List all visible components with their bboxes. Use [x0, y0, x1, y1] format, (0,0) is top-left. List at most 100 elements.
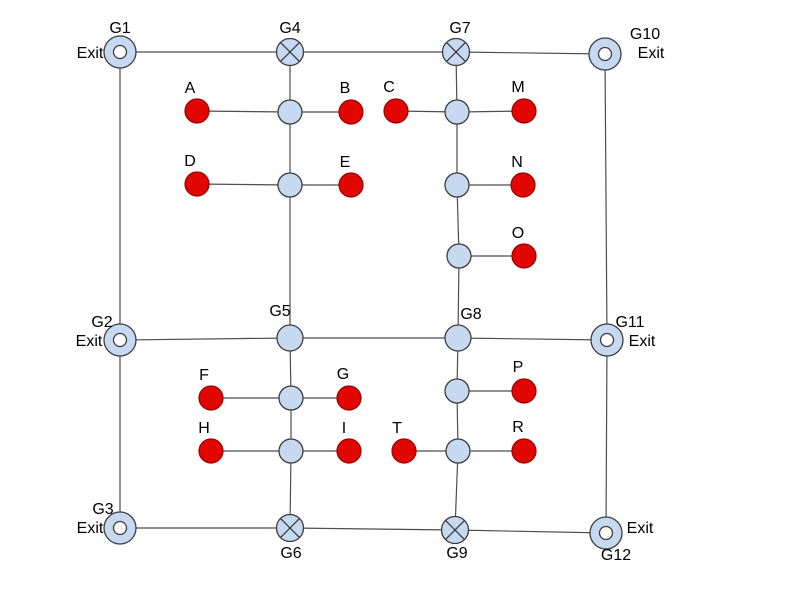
room-node-C: C — [383, 79, 409, 124]
room-node-E: E — [338, 154, 364, 198]
room-circle — [511, 378, 537, 404]
room-node-P: P — [511, 359, 537, 404]
gate-node-G4: G4 — [275, 20, 305, 67]
edge-G2-G5 — [119, 337, 291, 341]
junction-node-J9 — [445, 438, 471, 464]
edge-A-J1 — [196, 110, 291, 113]
label-G12: G12 — [601, 547, 631, 564]
label-G7: G7 — [449, 20, 470, 37]
label-N: N — [511, 154, 523, 171]
room-node-A: A — [184, 80, 210, 124]
room-circle — [184, 171, 210, 197]
label-D: D — [184, 153, 196, 170]
junction-circle — [277, 99, 303, 125]
edge-D-J2 — [196, 183, 291, 186]
gate-node-G8: G8 — [444, 306, 482, 352]
room-circle — [338, 172, 364, 198]
room-node-N: N — [510, 154, 536, 198]
room-circle — [391, 438, 417, 464]
room-circle — [383, 98, 409, 124]
exit-inner-circle — [598, 525, 614, 541]
label-G5: G5 — [269, 303, 290, 320]
cross-icon — [280, 518, 300, 538]
label-G3: G3 — [92, 501, 113, 518]
hub-circle — [276, 324, 304, 352]
label-F: F — [199, 367, 209, 384]
junction-node-J3 — [444, 99, 470, 125]
label-G1: G1 — [109, 20, 130, 37]
junction-node-J8 — [444, 378, 470, 404]
edge-G9-G12 — [454, 529, 607, 534]
junction-circle — [446, 243, 472, 269]
edge-G8-G11 — [457, 337, 608, 341]
room-node-B: B — [338, 80, 364, 125]
junction-circle — [444, 99, 470, 125]
junction-node-J1 — [277, 99, 303, 125]
edge-J5-G8 — [457, 255, 460, 339]
junction-node-J6 — [278, 385, 304, 411]
cross-icon — [446, 42, 466, 62]
exit-inner-circle — [112, 44, 128, 60]
room-circle — [184, 98, 210, 124]
room-circle — [511, 243, 537, 269]
gate-node-G6: G6 — [275, 513, 305, 562]
label-G8: G8 — [460, 306, 481, 323]
room-node-M: M — [511, 79, 537, 124]
exit-inner-circle — [112, 332, 128, 348]
label-T: T — [392, 420, 402, 437]
edge-G6-G9 — [289, 527, 456, 531]
room-node-I: I — [336, 420, 362, 464]
junction-circle — [445, 438, 471, 464]
label-G2: G2 — [91, 314, 112, 331]
room-circle — [511, 98, 537, 124]
label-O: O — [512, 225, 524, 242]
junction-circle — [278, 385, 304, 411]
junction-node-J5 — [446, 243, 472, 269]
edge-layer — [119, 51, 608, 534]
cross-icon — [445, 520, 465, 540]
gate-node-G7: G7 — [441, 20, 471, 67]
room-node-T: T — [391, 420, 417, 464]
junction-circle — [277, 172, 303, 198]
exit-inner-circle — [599, 332, 615, 348]
label-G10: G10 — [630, 26, 660, 43]
label-G11: G11 — [615, 314, 644, 331]
gate-node-G9: G9 — [440, 515, 470, 562]
exit-inner-circle — [597, 46, 613, 62]
label-C: C — [383, 79, 395, 96]
edge-G10-G11 — [604, 53, 608, 341]
room-node-D: D — [184, 153, 210, 197]
room-circle — [198, 385, 224, 411]
room-node-O: O — [511, 225, 537, 269]
room-circle — [336, 438, 362, 464]
room-circle — [510, 172, 536, 198]
junction-circle — [278, 438, 304, 464]
label-I: I — [342, 420, 346, 437]
room-node-R: R — [511, 419, 537, 464]
room-node-F: F — [198, 367, 224, 411]
junction-circle — [444, 378, 470, 404]
room-node-G: G — [336, 366, 362, 411]
edge-G11-G12 — [605, 339, 608, 534]
exit-label-G12: Exit — [627, 520, 654, 537]
exit-inner-circle — [112, 520, 128, 536]
label-G9: G9 — [446, 545, 467, 562]
edge-G7-G10 — [455, 51, 606, 55]
label-G4: G4 — [279, 20, 300, 37]
junction-node-J7 — [278, 438, 304, 464]
room-circle — [336, 385, 362, 411]
exit-label-G1: Exit — [77, 45, 104, 62]
label-A: A — [185, 80, 196, 97]
exit-label-G2: Exit — [76, 333, 103, 350]
label-R: R — [512, 419, 524, 436]
room-circle — [511, 438, 537, 464]
cross-icon — [280, 42, 300, 62]
exit-label-G11: Exit — [629, 333, 656, 350]
junction-node-J2 — [277, 172, 303, 198]
node-layer: G1ExitG2ExitG3ExitG4G5G6G7G8G9G10ExitG11… — [76, 20, 665, 564]
